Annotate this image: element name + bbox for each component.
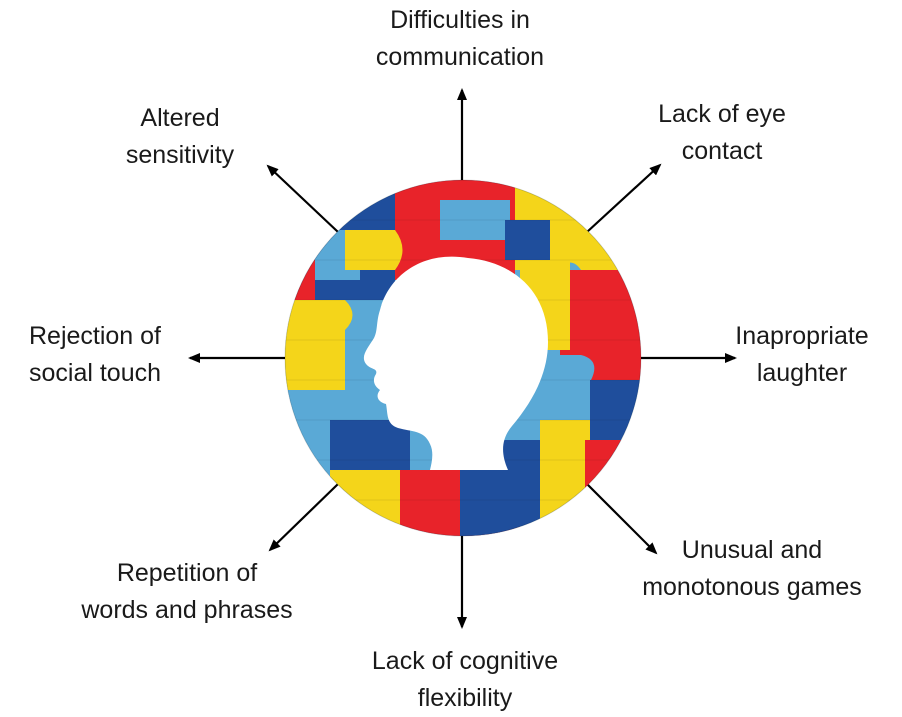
head-silhouette-icon [363, 256, 548, 470]
label-inappropriate-laughter: Inapropriate laughter [712, 318, 892, 392]
label-line: flexibility [417, 684, 513, 712]
arrow-down-left [268, 483, 339, 552]
label-line: sensitivity [125, 141, 235, 169]
label-altered-sensitivity: Altered sensitivity [100, 100, 260, 174]
label-line: contact [681, 137, 763, 165]
label-lack-of-eye-contact: Lack of eye contact [612, 96, 832, 170]
label-line: Inapropriate [735, 322, 869, 350]
label-line: words and phrases [81, 596, 293, 624]
arrow-down-right [586, 483, 658, 555]
label-line: Lack of eye [658, 100, 786, 128]
label-lack-of-cognitive-flexibility: Lack of cognitive flexibility [330, 643, 600, 717]
label-line: laughter [756, 359, 848, 387]
label-line: monotonous games [642, 573, 862, 601]
label-line: Altered [140, 104, 220, 132]
arrow-up-right [586, 163, 662, 233]
label-line: Repetition of [116, 559, 258, 587]
label-line: Unusual and [681, 536, 823, 564]
label-line: social touch [28, 359, 162, 387]
label-unusual-games: Unusual and monotonous games [612, 532, 892, 606]
label-line: Difficulties in [390, 6, 530, 34]
puzzle-head-image [284, 179, 642, 537]
label-rejection-of-social-touch: Rejection of social touch [0, 318, 190, 392]
arrows [188, 88, 737, 629]
label-repetition-of-words: Repetition of words and phrases [52, 555, 322, 629]
label-difficulties-in-communication: Difficulties in communication [340, 2, 580, 76]
label-line: Rejection of [28, 322, 162, 350]
label-line: Lack of cognitive [371, 647, 559, 675]
arrow-up-left [266, 164, 339, 233]
label-line: communication [375, 43, 545, 71]
